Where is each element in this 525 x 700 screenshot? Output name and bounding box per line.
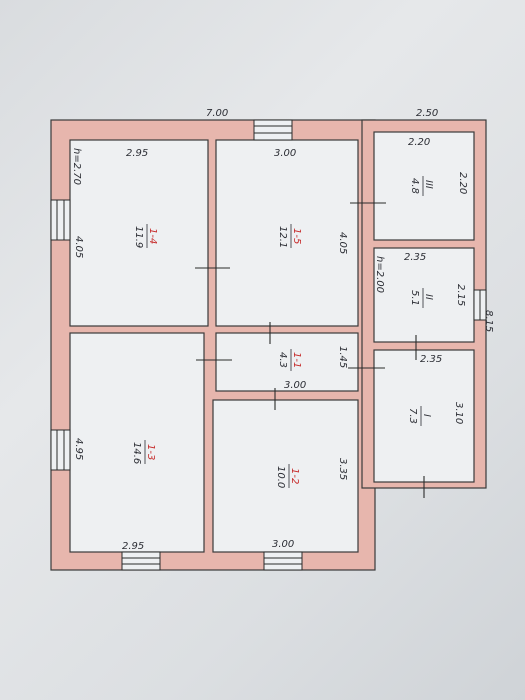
- dim-ceiling-annex: h=2.00: [374, 256, 385, 293]
- dim-bottom-left: 2.95: [122, 541, 144, 552]
- room-1-2-code: 1-2: [289, 468, 300, 484]
- dim-roomII-height: 2.15: [455, 284, 466, 306]
- dim-corridor-height: 1.45: [337, 346, 348, 368]
- room-1-4-area: 11.9: [133, 226, 144, 248]
- dim-top-main: 7.00: [206, 108, 228, 119]
- room-iii: [373, 131, 475, 241]
- dim-top-annex: 2.50: [416, 108, 438, 119]
- room-1-1-code: 1-1: [291, 352, 302, 368]
- room-i-code: I: [421, 414, 432, 417]
- dim-roomIII-height: 2.20: [457, 172, 468, 194]
- room-1-4-code: 1-4: [147, 228, 158, 244]
- window-left-lower: [50, 429, 71, 471]
- doors: [195, 202, 425, 498]
- room-ii: [373, 247, 475, 343]
- label-room-1-5: 1-5 12.1: [277, 224, 302, 248]
- room-1-1: [215, 332, 359, 392]
- room-1-2-area: 10.0: [275, 466, 286, 488]
- room-1-1-area: 4.3: [277, 352, 288, 368]
- room-iii-code: III: [423, 180, 434, 189]
- dim-ceiling-main: h=2.70: [71, 148, 82, 185]
- room-ii-code: II: [423, 294, 434, 300]
- dim-room15-width: 3.00: [274, 148, 296, 159]
- window-bottom-left: [121, 551, 161, 571]
- room-1-3-code: 1-3: [145, 444, 156, 460]
- window-left-upper: [50, 199, 71, 241]
- window-top: [253, 119, 293, 141]
- dim-room13-height: 4.95: [73, 438, 84, 460]
- room-iii-area: 4.8: [409, 178, 420, 194]
- room-1-3-area: 14.6: [131, 442, 142, 464]
- label-room-iii: III 4.8: [409, 176, 434, 196]
- dim-room12-height: 3.35: [337, 458, 348, 480]
- label-room-1-2: 1-2 10.0: [275, 464, 300, 488]
- dim-roomIII-width: 2.20: [408, 137, 430, 148]
- dim-roomII-width: 2.35: [404, 252, 426, 263]
- room-ii-area: 5.1: [409, 290, 420, 306]
- room-1-5: [215, 139, 359, 327]
- dim-bottom-mid: 3.00: [272, 539, 294, 550]
- room-i-area: 7.3: [407, 408, 418, 424]
- dim-room14-height: 4.05: [73, 236, 84, 258]
- dim-roomI-width: 2.35: [420, 354, 442, 365]
- label-room-1-1: 1-1 4.3: [277, 349, 302, 371]
- room-1-3: [69, 332, 205, 553]
- label-room-1-4: 1-4 11.9: [133, 224, 158, 248]
- label-room-ii: II 5.1: [409, 288, 434, 308]
- label-room-i: I 7.3: [407, 406, 432, 426]
- dim-room15-height: 4.05: [337, 232, 348, 254]
- room-i: [373, 349, 475, 483]
- dim-room14-width: 2.95: [126, 148, 148, 159]
- dim-annex-right: 8.15: [483, 310, 494, 332]
- dim-corridor-width: 3.00: [284, 380, 306, 391]
- room-1-5-code: 1-5: [291, 228, 302, 244]
- window-bottom-mid: [263, 551, 303, 571]
- dim-roomI-height: 3.10: [453, 402, 464, 424]
- window-annex-right: [473, 289, 487, 321]
- label-room-1-3: 1-3 14.6: [131, 440, 156, 464]
- room-1-4: [69, 139, 209, 327]
- room-1-5-area: 12.1: [277, 226, 288, 248]
